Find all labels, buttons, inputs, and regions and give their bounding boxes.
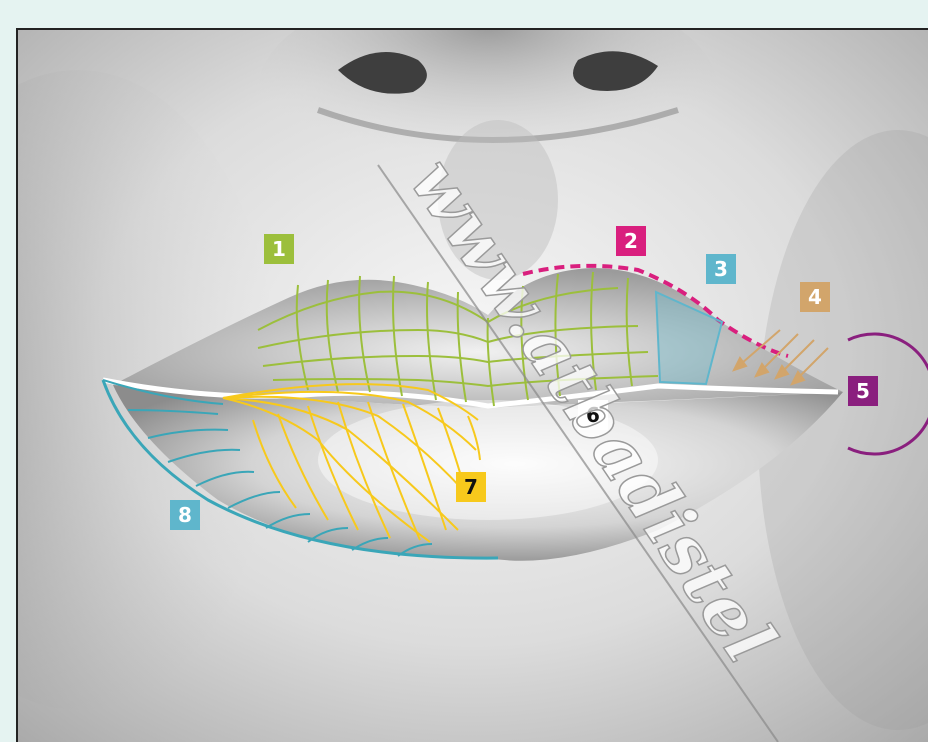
label-8: 8 <box>170 500 200 530</box>
label-4: 4 <box>800 282 830 312</box>
label-3: 3 <box>706 254 736 284</box>
lips-illustration <box>18 30 928 742</box>
label-1: 1 <box>264 234 294 264</box>
label-6: 6 <box>578 400 608 430</box>
label-5: 5 <box>848 376 878 406</box>
label-2: 2 <box>616 226 646 256</box>
label-7: 7 <box>456 472 486 502</box>
illustration-frame: 1 2 3 4 5 6 7 8 www.atbadistel <box>16 28 928 742</box>
